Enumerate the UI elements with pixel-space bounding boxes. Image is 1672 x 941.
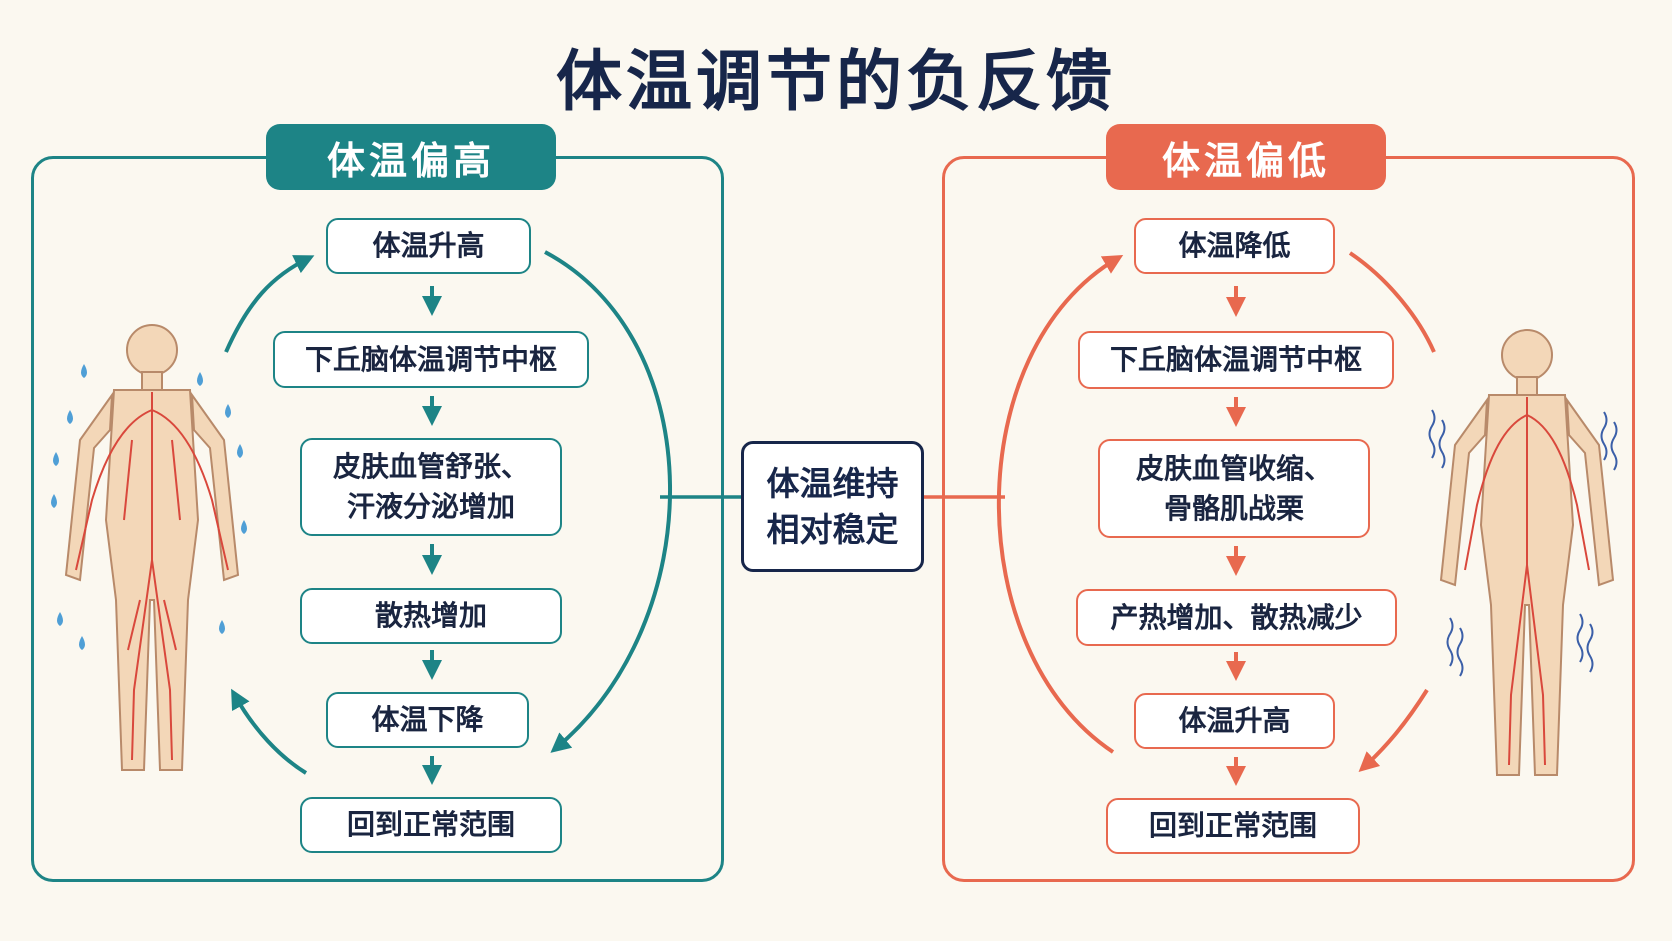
hot-step-vasodilation: 皮肤血管舒张、 汗液分泌增加: [300, 438, 562, 536]
cold-step-hypothalamus: 下丘脑体温调节中枢: [1078, 331, 1394, 389]
left-bottom-arc: [231, 688, 308, 775]
hot-step-heat-loss: 散热增加: [300, 588, 562, 644]
hot-step-temperature-drop: 体温下降: [326, 692, 529, 748]
right-bottom-arc: [1358, 688, 1429, 773]
cold-step-heat-production: 产热增加、散热减少: [1076, 589, 1397, 646]
cold-step-temperature-rise: 体温升高: [1134, 693, 1335, 749]
human-body-icon: [1439, 329, 1615, 776]
left-big-arc: [544, 250, 672, 753]
shiver-line-icon: [1428, 409, 1618, 677]
stable-temperature-box: 体温维持 相对稳定: [741, 441, 924, 572]
left-top-arc: [224, 255, 315, 353]
page-title: 体温调节的负反馈: [556, 43, 1116, 120]
hot-step-normal-range: 回到正常范围: [300, 797, 562, 853]
hot-panel-title: 体温偏高: [266, 124, 556, 190]
sweat-drop-icon: [51, 364, 247, 650]
cold-step-vasoconstriction: 皮肤血管收缩、 骨骼肌战栗: [1098, 439, 1370, 538]
human-body-icon: [64, 324, 240, 771]
right-left-arc: [996, 254, 1124, 754]
cold-panel-title: 体温偏低: [1106, 124, 1386, 190]
hot-step-hypothalamus: 下丘脑体温调节中枢: [273, 331, 589, 388]
cold-step-normal-range: 回到正常范围: [1106, 798, 1360, 854]
cold-step-temperature-drop: 体温降低: [1134, 218, 1335, 274]
hot-step-temperature-rise: 体温升高: [326, 218, 531, 274]
right-top-arc: [1348, 251, 1436, 353]
